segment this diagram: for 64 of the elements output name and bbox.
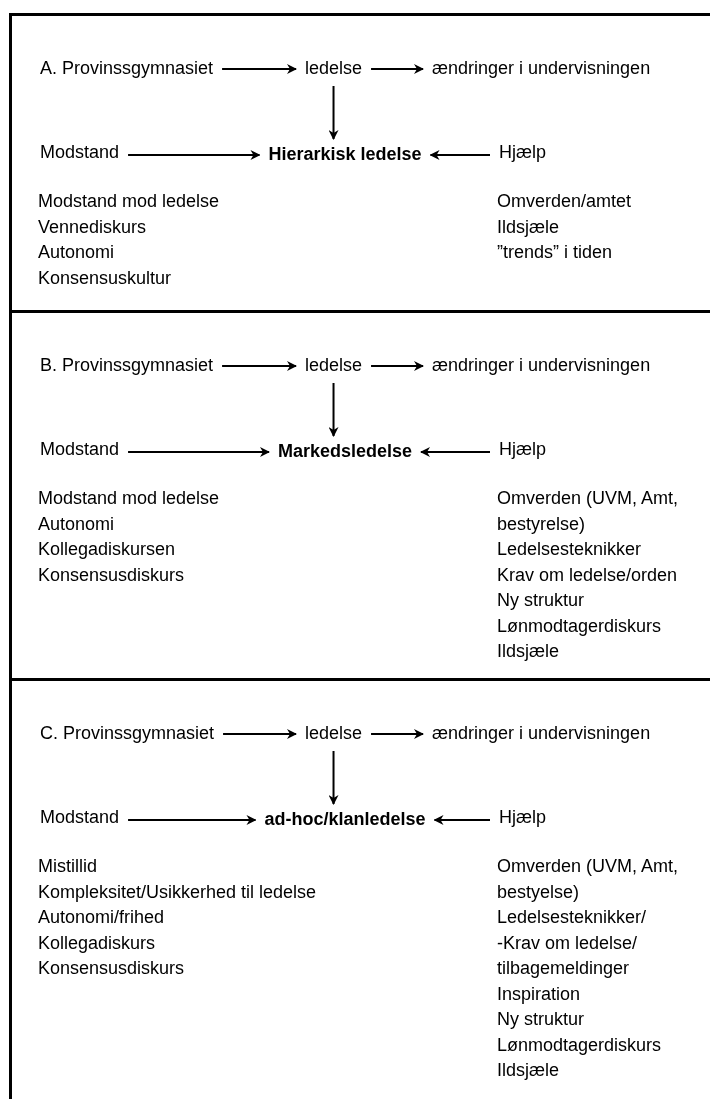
arrow (328, 750, 339, 805)
list-item: Mistillid (38, 855, 98, 878)
flow-term: ændringer i undervisningen (432, 56, 651, 80)
list-item: Ildsjæle (497, 215, 561, 239)
list-item: Autonomi/frihed (38, 906, 166, 929)
arrow (370, 64, 424, 74)
list-item: Ildsjæle (497, 1059, 561, 1082)
flow-term: ændringer i undervisningen (432, 721, 651, 745)
list-item: Modstand mod ledelse (38, 487, 221, 510)
flow-term: C. Provinssgymnasiet (40, 721, 215, 745)
list-item: Ny struktur (497, 1008, 585, 1031)
flow-term: Modstand (40, 140, 120, 164)
list-item: tilbagemeldinger (497, 957, 631, 980)
arrow (221, 361, 297, 371)
arrow (429, 150, 491, 160)
list-item: Lønmodtagerdiskurs (497, 614, 663, 638)
leadership-type-label: ad-hoc/klanledelse (264, 807, 426, 831)
list-item: Autonomi (38, 241, 116, 264)
arrow (222, 729, 297, 739)
list-item: -Krav om ledelse/ (497, 931, 639, 955)
arrow (328, 85, 339, 140)
leadership-type-label: Markedsledelse (277, 439, 413, 463)
arrow (420, 447, 491, 457)
flow-term: Modstand (40, 805, 120, 829)
list-item: Vennediskurs (38, 215, 148, 239)
list-item: ”trends” i tiden (497, 241, 614, 264)
list-item: Konsensusdiskurs (38, 563, 186, 587)
list-item: Modstand mod ledelse (38, 190, 221, 213)
flow-term: Hjælp (499, 140, 546, 164)
section-panel (9, 13, 710, 313)
list-item: Ildsjæle (497, 640, 561, 663)
list-item: Lønmodtagerdiskurs (497, 1033, 663, 1057)
list-item: Ledelsesteknikker/ (497, 906, 648, 929)
flow-term: A. Provinssgymnasiet (40, 56, 214, 80)
arrow (221, 64, 297, 74)
flow-term: Hjælp (499, 805, 546, 829)
flow-term: ledelse (305, 56, 363, 80)
list-item: Kollegadiskursen (38, 538, 177, 561)
arrow (127, 815, 257, 825)
list-item: Kompleksitet/Usikkerhed til ledelse (38, 880, 318, 904)
list-item: Konsensusdiskurs (38, 957, 186, 980)
list-item: Kollegadiskurs (38, 931, 157, 955)
leadership-type-label: Hierarkisk ledelse (268, 142, 422, 166)
arrow (370, 729, 424, 739)
list-item: Omverden/amtet (497, 190, 633, 213)
arrow (127, 447, 270, 457)
flow-term: Modstand (40, 437, 120, 461)
list-item: Konsensuskultur (38, 266, 173, 290)
list-item: Ledelsesteknikker (497, 538, 643, 561)
arrow (433, 815, 491, 825)
arrow (127, 150, 261, 160)
flow-term: Hjælp (499, 437, 546, 461)
flow-term: ændringer i undervisningen (432, 353, 651, 377)
list-item: Omverden (UVM, Amt, bestyrelse) (497, 487, 680, 536)
flow-term: ledelse (305, 721, 363, 745)
flow-term: B. Provinssgymnasiet (40, 353, 214, 377)
flow-term: ledelse (305, 353, 363, 377)
list-item: Ny struktur (497, 589, 585, 612)
list-item: Autonomi (38, 512, 116, 536)
list-item: Omverden (UVM, Amt, bestyelse) (497, 855, 680, 904)
list-item: Inspiration (497, 982, 582, 1006)
arrow (370, 361, 424, 371)
arrow (328, 382, 339, 437)
list-item: Krav om ledelse/orden (497, 563, 679, 587)
